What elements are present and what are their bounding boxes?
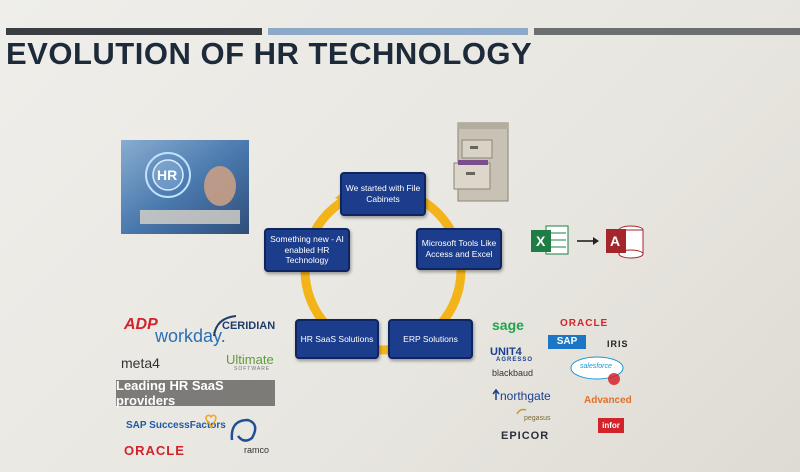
logo-epicor: EPICOR [501,430,550,442]
logo-unit4-sub: AGRESSO [496,357,534,363]
hr-image-label: HR [157,167,178,183]
logo-infor: infor [598,418,624,433]
excel-icon: X [531,225,569,255]
node-erp-solutions: ERP Solutions [388,319,473,359]
node-hr-saas: HR SaaS Solutions [295,319,379,359]
logo-blackbaud: blackbaud [492,368,534,378]
logo-northgate: northgate [500,389,551,403]
logo-ramco: ramco [244,445,270,455]
logo-oracle-left: ORACLE [124,443,185,458]
logo-ultimate: Ultimate [226,352,274,367]
node-microsoft-tools: Microsoft Tools Like Access and Excel [416,228,502,270]
slide-title: EVOLUTION OF HR TECHNOLOGY [6,36,533,71]
node-ai-hr-tech: Something new - AI enabled HR Technology [264,228,350,272]
accent-bar-blue [268,28,528,35]
node-file-cabinets: We started with File Cabinets [340,172,426,216]
logo-unit4: UNIT4 [490,346,522,358]
svg-text:A: A [610,233,620,249]
logo-salesforce: salesforce [580,363,612,370]
logo-sap-successfactors: SAP SuccessFactors [126,420,226,431]
logo-workday: workday. [155,326,226,346]
access-icon: A [606,225,644,259]
logo-iris: IRIS [607,339,629,349]
svg-text:X: X [536,233,546,249]
logo-ultimate-sub: SOFTWARE [234,366,271,372]
logo-adp: ADP [124,316,158,333]
logo-oracle-right: ORACLE [560,318,609,329]
logo-pegasus: pegasus [524,415,551,422]
leading-hr-saas-banner: Leading HR SaaS providers [116,378,275,408]
accent-bar-grey [534,28,800,35]
logo-sage: sage [492,317,524,333]
logo-ceridian: CERIDIAN [222,320,276,332]
logo-meta4: meta4 [121,355,160,371]
accent-bar-dark [6,28,262,35]
logo-sap: SAP [548,335,586,349]
logo-advanced: Advanced [584,395,632,406]
